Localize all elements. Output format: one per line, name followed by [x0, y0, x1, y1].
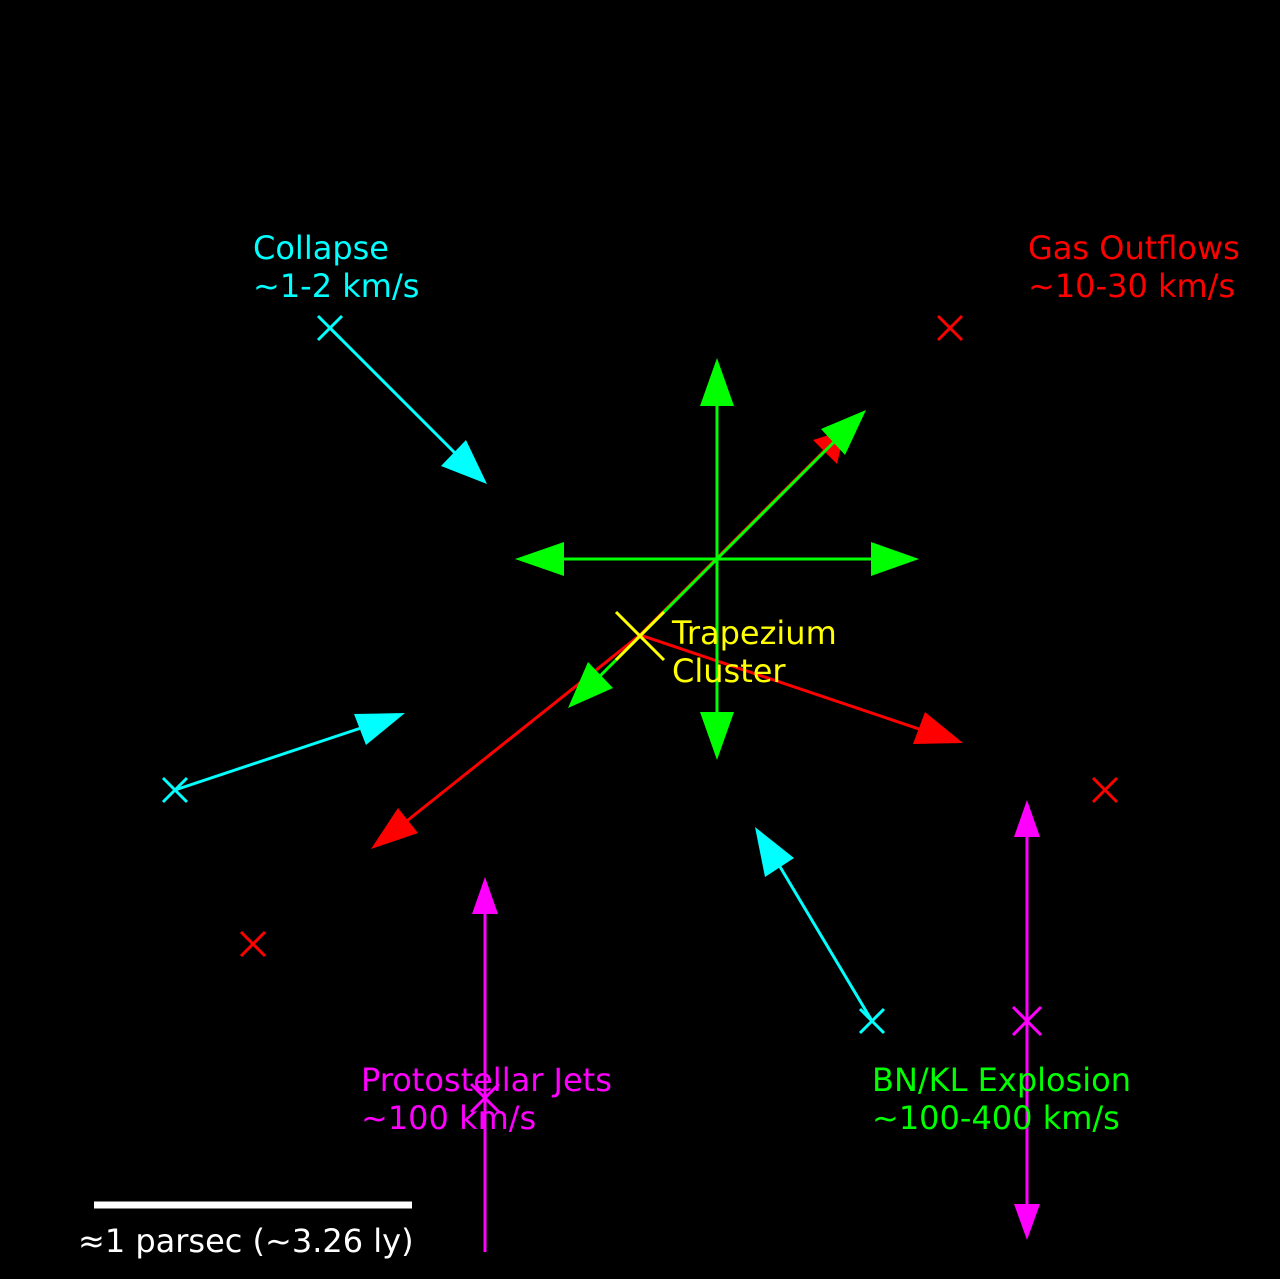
collapse-arrow-topleft-head	[441, 440, 487, 484]
collapse-arrow-bottom-head	[755, 827, 794, 877]
outflow-arrow-right-head	[913, 712, 963, 744]
collapse-arrow-left-head	[354, 713, 405, 745]
explosion-arrow-right-head	[871, 542, 919, 576]
explosion-arrow-left-head	[515, 542, 564, 576]
collapse-arrow-left	[174, 723, 371, 792]
explosion-arrow-upright-head	[821, 410, 866, 455]
outflow-marker-left	[239, 930, 267, 958]
protostellar-jets-title: Protostellar Jets	[361, 1061, 612, 1099]
explosion-arrow-upright	[715, 434, 842, 561]
collapse-title: Collapse	[253, 229, 389, 267]
trapezium-cluster-label: Trapezium Cluster	[672, 614, 837, 690]
explosion-arrow-downleft-head	[568, 662, 613, 708]
protostellar-jets-speed: ~100 km/s	[361, 1099, 537, 1137]
collapse-source-marker-left	[161, 776, 189, 804]
scale-bar-label: ≈1 parsec (~3.26 ly)	[78, 1222, 414, 1260]
explosion-arrows	[515, 358, 919, 760]
collapse-source-marker	[316, 314, 344, 342]
jet-source-marker-left	[469, 1082, 501, 1114]
outflow-marker-top	[936, 314, 964, 342]
collapse-arrow-topleft	[328, 326, 464, 462]
collapse-speed: ~1-2 km/s	[253, 267, 420, 305]
trapezium-line2: Cluster	[672, 652, 786, 690]
bnkl-explosion-title: BN/KL Explosion	[872, 1061, 1132, 1099]
collapse-label: Collapse ~1-2 km/s	[253, 229, 419, 305]
collapse-arrows	[174, 326, 874, 1022]
jet-left-head	[472, 877, 498, 914]
outflow-arrow-downleft-head	[371, 808, 418, 849]
collapse-arrow-bottom	[774, 859, 874, 1022]
markers	[161, 314, 1119, 1114]
bnkl-explosion-label: BN/KL Explosion ~100-400 km/s	[872, 1061, 1131, 1137]
gas-outflows-title: Gas Outflows	[1028, 229, 1240, 267]
jet-right-head-down	[1014, 1204, 1040, 1240]
trapezium-cluster-marker	[614, 610, 666, 662]
explosion-arrow-up-head	[700, 358, 734, 406]
explosion-arrow-down-head	[700, 712, 734, 760]
collapse-source-marker-bottom	[858, 1007, 886, 1035]
outflow-arrow-downleft	[397, 633, 641, 830]
outflow-arrow-right	[639, 633, 926, 733]
jet-source-marker-right	[1011, 1005, 1043, 1037]
gas-outflows-label: Gas Outflows ~10-30 km/s	[1028, 229, 1240, 305]
protostellar-jets-label: Protostellar Jets ~100 km/s	[361, 1061, 612, 1137]
gas-outflows-speed: ~10-30 km/s	[1028, 267, 1236, 305]
trapezium-line1: Trapezium	[672, 614, 837, 652]
jet-right-head-up	[1014, 800, 1040, 837]
bnkl-explosion-speed: ~100-400 km/s	[872, 1099, 1120, 1137]
outflow-marker-right	[1091, 776, 1119, 804]
